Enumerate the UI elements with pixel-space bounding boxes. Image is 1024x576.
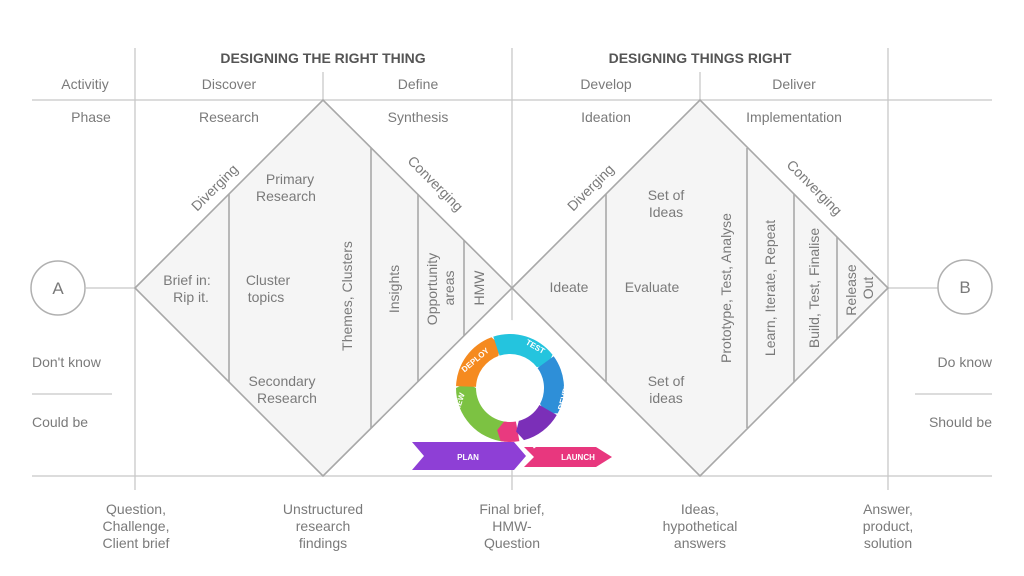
d2-evaluate: Evaluate <box>625 279 680 295</box>
endpoint-b-label: B <box>959 278 970 297</box>
d1-brief-line2: Rip it. <box>173 289 209 305</box>
cycle-segment-review-tail <box>497 421 520 442</box>
d2-ideate: Ideate <box>550 279 589 295</box>
d1-insights: Insights <box>386 265 402 313</box>
label-should-be: Should be <box>929 414 992 430</box>
cycle-plan-arrow <box>412 442 526 470</box>
bottom-output-ideas: Ideas, hypothetical answers <box>663 501 738 551</box>
d2-set-ideas-top-line2: Ideas <box>649 204 683 220</box>
d2-learn-iterate-repeat: Learn, Iterate, Repeat <box>762 220 778 356</box>
cycle-launch-arrow <box>524 447 612 467</box>
header-designing-things-right: DESIGNING THINGS RIGHT <box>609 50 792 66</box>
cycle-segment-develop <box>537 356 564 414</box>
d1-cluster-line2: topics <box>248 289 285 305</box>
bottom-output-unstructured: Unstructured research findings <box>283 501 363 551</box>
label-dont-know: Don't know <box>32 354 102 370</box>
d1-hmw: HMW <box>471 270 487 306</box>
phase-research: Research <box>199 109 259 125</box>
d1-secondary-line2: Research <box>257 390 317 406</box>
bottom-col4-line3: answers <box>674 535 726 551</box>
diamond-two <box>510 98 890 478</box>
bottom-col2-line2: research <box>296 518 350 534</box>
activity-discover: Discover <box>202 76 257 92</box>
endpoint-b: B <box>937 259 993 315</box>
d1-primary-line2: Research <box>256 188 316 204</box>
cycle-segment-design <box>516 405 557 441</box>
bottom-col5-line1: Answer, <box>863 501 913 517</box>
bottom-col3-line3: Question <box>484 535 540 551</box>
bottom-col1-line2: Challenge, <box>103 518 170 534</box>
d2-set-ideas-bottom-line1: Set of <box>648 373 685 389</box>
phase-synthesis: Synthesis <box>388 109 449 125</box>
header-designing-right-thing: DESIGNING THE RIGHT THING <box>220 50 425 66</box>
bottom-col1-line1: Question, <box>106 501 166 517</box>
d1-secondary-line1: Secondary <box>249 373 316 389</box>
bottom-col2-line3: findings <box>299 535 347 551</box>
d2-release-line2: Out <box>860 277 876 300</box>
cycle-segment-test <box>493 334 553 368</box>
bottom-output-answer: Answer, product, solution <box>863 501 914 551</box>
cycle-segment-review <box>456 382 508 442</box>
row-label-activity: Activitiy <box>61 76 108 92</box>
activity-deliver: Deliver <box>772 76 816 92</box>
bottom-col1-line3: Client brief <box>103 535 170 551</box>
endpoint-a: A <box>30 260 86 316</box>
label-could-be: Could be <box>32 414 88 430</box>
bottom-col5-line2: product, <box>863 518 914 534</box>
d1-cluster-line1: Cluster <box>246 272 291 288</box>
d2-build-test-finalise: Build, Test, Finalise <box>806 228 822 349</box>
bottom-col4-line2: hypothetical <box>663 518 738 534</box>
d1-opportunity-line1: Opportunity <box>424 253 440 325</box>
d2-set-ideas-bottom-line2: ideas <box>649 390 682 406</box>
agile-cycle-graphic: PLAN LAUNCH DESIGN DEVELOP TEST DEPLOY R… <box>412 320 612 470</box>
cycle-launch-label: LAUNCH <box>561 453 595 462</box>
bottom-col3-line1: Final brief, <box>479 501 544 517</box>
bottom-col4-line1: Ideas, <box>681 501 719 517</box>
label-do-know: Do know <box>938 354 993 370</box>
d1-opportunity-line2: areas <box>441 270 457 305</box>
d1-themes-clusters: Themes, Clusters <box>339 241 355 351</box>
bottom-output-final-brief: Final brief, HMW- Question <box>479 501 544 551</box>
row-label-phase: Phase <box>71 109 111 125</box>
endpoint-a-label: A <box>52 279 64 298</box>
grid-lines <box>32 48 992 490</box>
phase-implementation: Implementation <box>746 109 842 125</box>
d1-primary-line1: Primary <box>266 171 314 187</box>
bottom-col5-line3: solution <box>864 535 912 551</box>
activity-define: Define <box>398 76 439 92</box>
d2-prototype-test-analyse: Prototype, Test, Analyse <box>718 213 734 363</box>
d1-brief-line1: Brief in: <box>163 272 210 288</box>
activity-develop: Develop <box>580 76 632 92</box>
d2-release-line1: Release <box>843 264 859 316</box>
bottom-col2-line1: Unstructured <box>283 501 363 517</box>
d2-set-ideas-top-line1: Set of <box>648 187 685 203</box>
cycle-plan-label: PLAN <box>457 453 479 462</box>
bottom-output-question: Question, Challenge, Client brief <box>103 501 170 551</box>
phase-ideation: Ideation <box>581 109 631 125</box>
bottom-col3-line2: HMW- <box>492 518 532 534</box>
cycle-segment-deploy <box>456 337 501 387</box>
